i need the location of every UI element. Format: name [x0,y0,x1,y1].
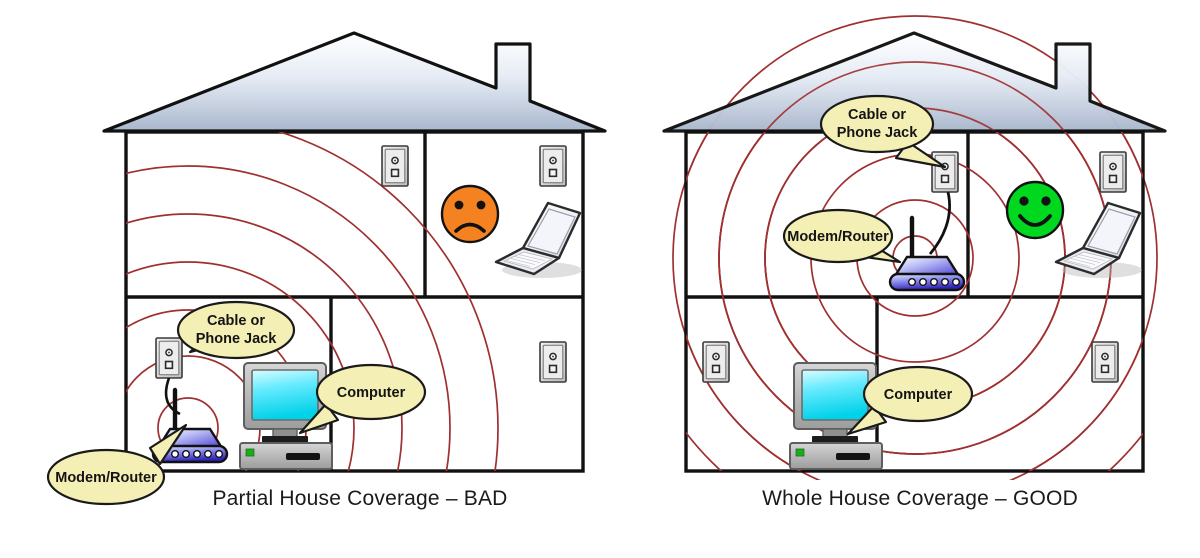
wall-jack-upper-mid-left [381,145,409,187]
callout-cable-or-phone-jack-right: Cable or Phone Jack [819,94,947,169]
caption-whole-coverage: Whole House Coverage – GOOD [762,487,1078,510]
caption-partial-coverage: Partial House Coverage – BAD [212,487,508,510]
callout-computer-right: Computer [846,365,974,436]
jack-to-router-cable-right [928,191,951,255]
callout-line-1: Cable or [207,313,265,329]
sad-face-icon [440,184,500,244]
callout-label: Computer [884,387,953,403]
house-roof-left [102,31,607,133]
callout-line-2: Phone Jack [837,125,919,141]
callout-label: Modem/Router [55,470,157,486]
happy-face-icon [1005,180,1065,240]
callout-label: Computer [337,385,406,401]
callout-computer-left: Computer [298,363,427,435]
callout-label: Modem/Router [787,229,889,245]
wall-jack-lower-left-right [702,341,730,383]
callout-line-2: Phone Jack [196,331,278,347]
wall-jack-lower-right-right [1091,341,1119,383]
wall-jack-lower-right-left [539,341,567,383]
wall-jack-upper-right-left [539,145,567,187]
wall-jack-upper-right-right [1099,151,1127,193]
panel-whole-coverage: Cable or Phone Jack Modem/Router Compute… [662,15,1167,480]
callout-line-1: Cable or [848,107,906,123]
laptop-device-right [1054,201,1144,280]
panel-partial-coverage: Cable or Phone Jack Modem/Router Compute… [46,31,607,506]
callout-modem-router-left: Modem/Router [46,423,188,506]
wall-jack-connected-right [931,151,959,193]
callout-modem-router-right: Modem/Router [782,208,902,264]
modem-router-device-right [890,218,964,290]
wall-jack-connected-left [155,337,183,379]
callout-cable-or-phone-jack-left: Cable or Phone Jack [176,300,296,360]
